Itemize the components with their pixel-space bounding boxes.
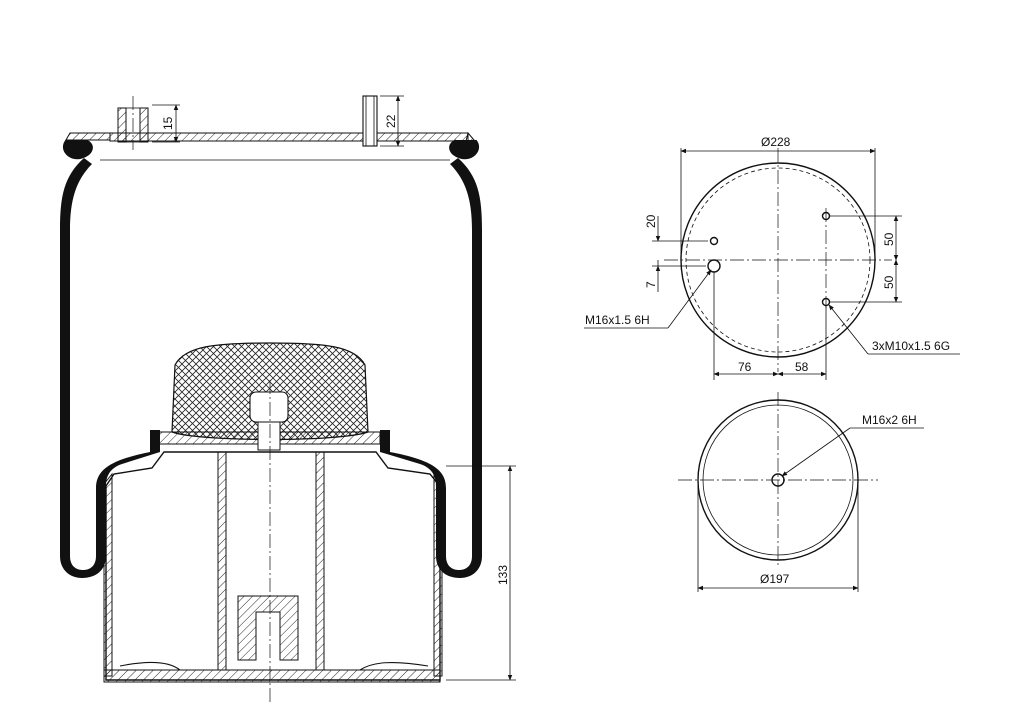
dim-top-stud-height: 22	[384, 114, 398, 128]
side-dimensions	[152, 95, 516, 681]
callout-center-thread: M16x2 6H	[862, 413, 917, 427]
callout-main-thread: M16x1.5 6H	[585, 313, 650, 327]
top-stud	[362, 95, 378, 147]
top-bolt	[117, 96, 149, 150]
dim-bottom-plate-diameter: Ø197	[760, 572, 790, 586]
small-hole-left	[709, 236, 719, 246]
piston	[103, 380, 443, 704]
main-thread-hole	[707, 259, 721, 273]
dim-top-plate-diameter: Ø228	[761, 135, 791, 149]
bottom-plate-view	[678, 392, 924, 592]
top-plate-view	[584, 148, 960, 380]
top-plate	[62, 131, 480, 161]
dim-spacing-lower: 50	[882, 275, 896, 289]
dim-x-left: 76	[738, 360, 752, 374]
side-section-view: 15 22 133	[60, 95, 516, 704]
dim-top-bolt-height: 15	[161, 116, 175, 130]
dim-offset-lower: 7	[644, 281, 658, 288]
dim-spacing-upper: 50	[882, 232, 896, 246]
dim-offset-upper: 20	[644, 214, 658, 228]
rubber-bellows	[60, 158, 482, 578]
callout-bolt-threads: 3xM10x1.5 6G	[872, 339, 950, 353]
center-thread-hole	[771, 473, 785, 487]
dim-x-right: 58	[795, 360, 809, 374]
dim-piston-height: 133	[496, 565, 510, 585]
